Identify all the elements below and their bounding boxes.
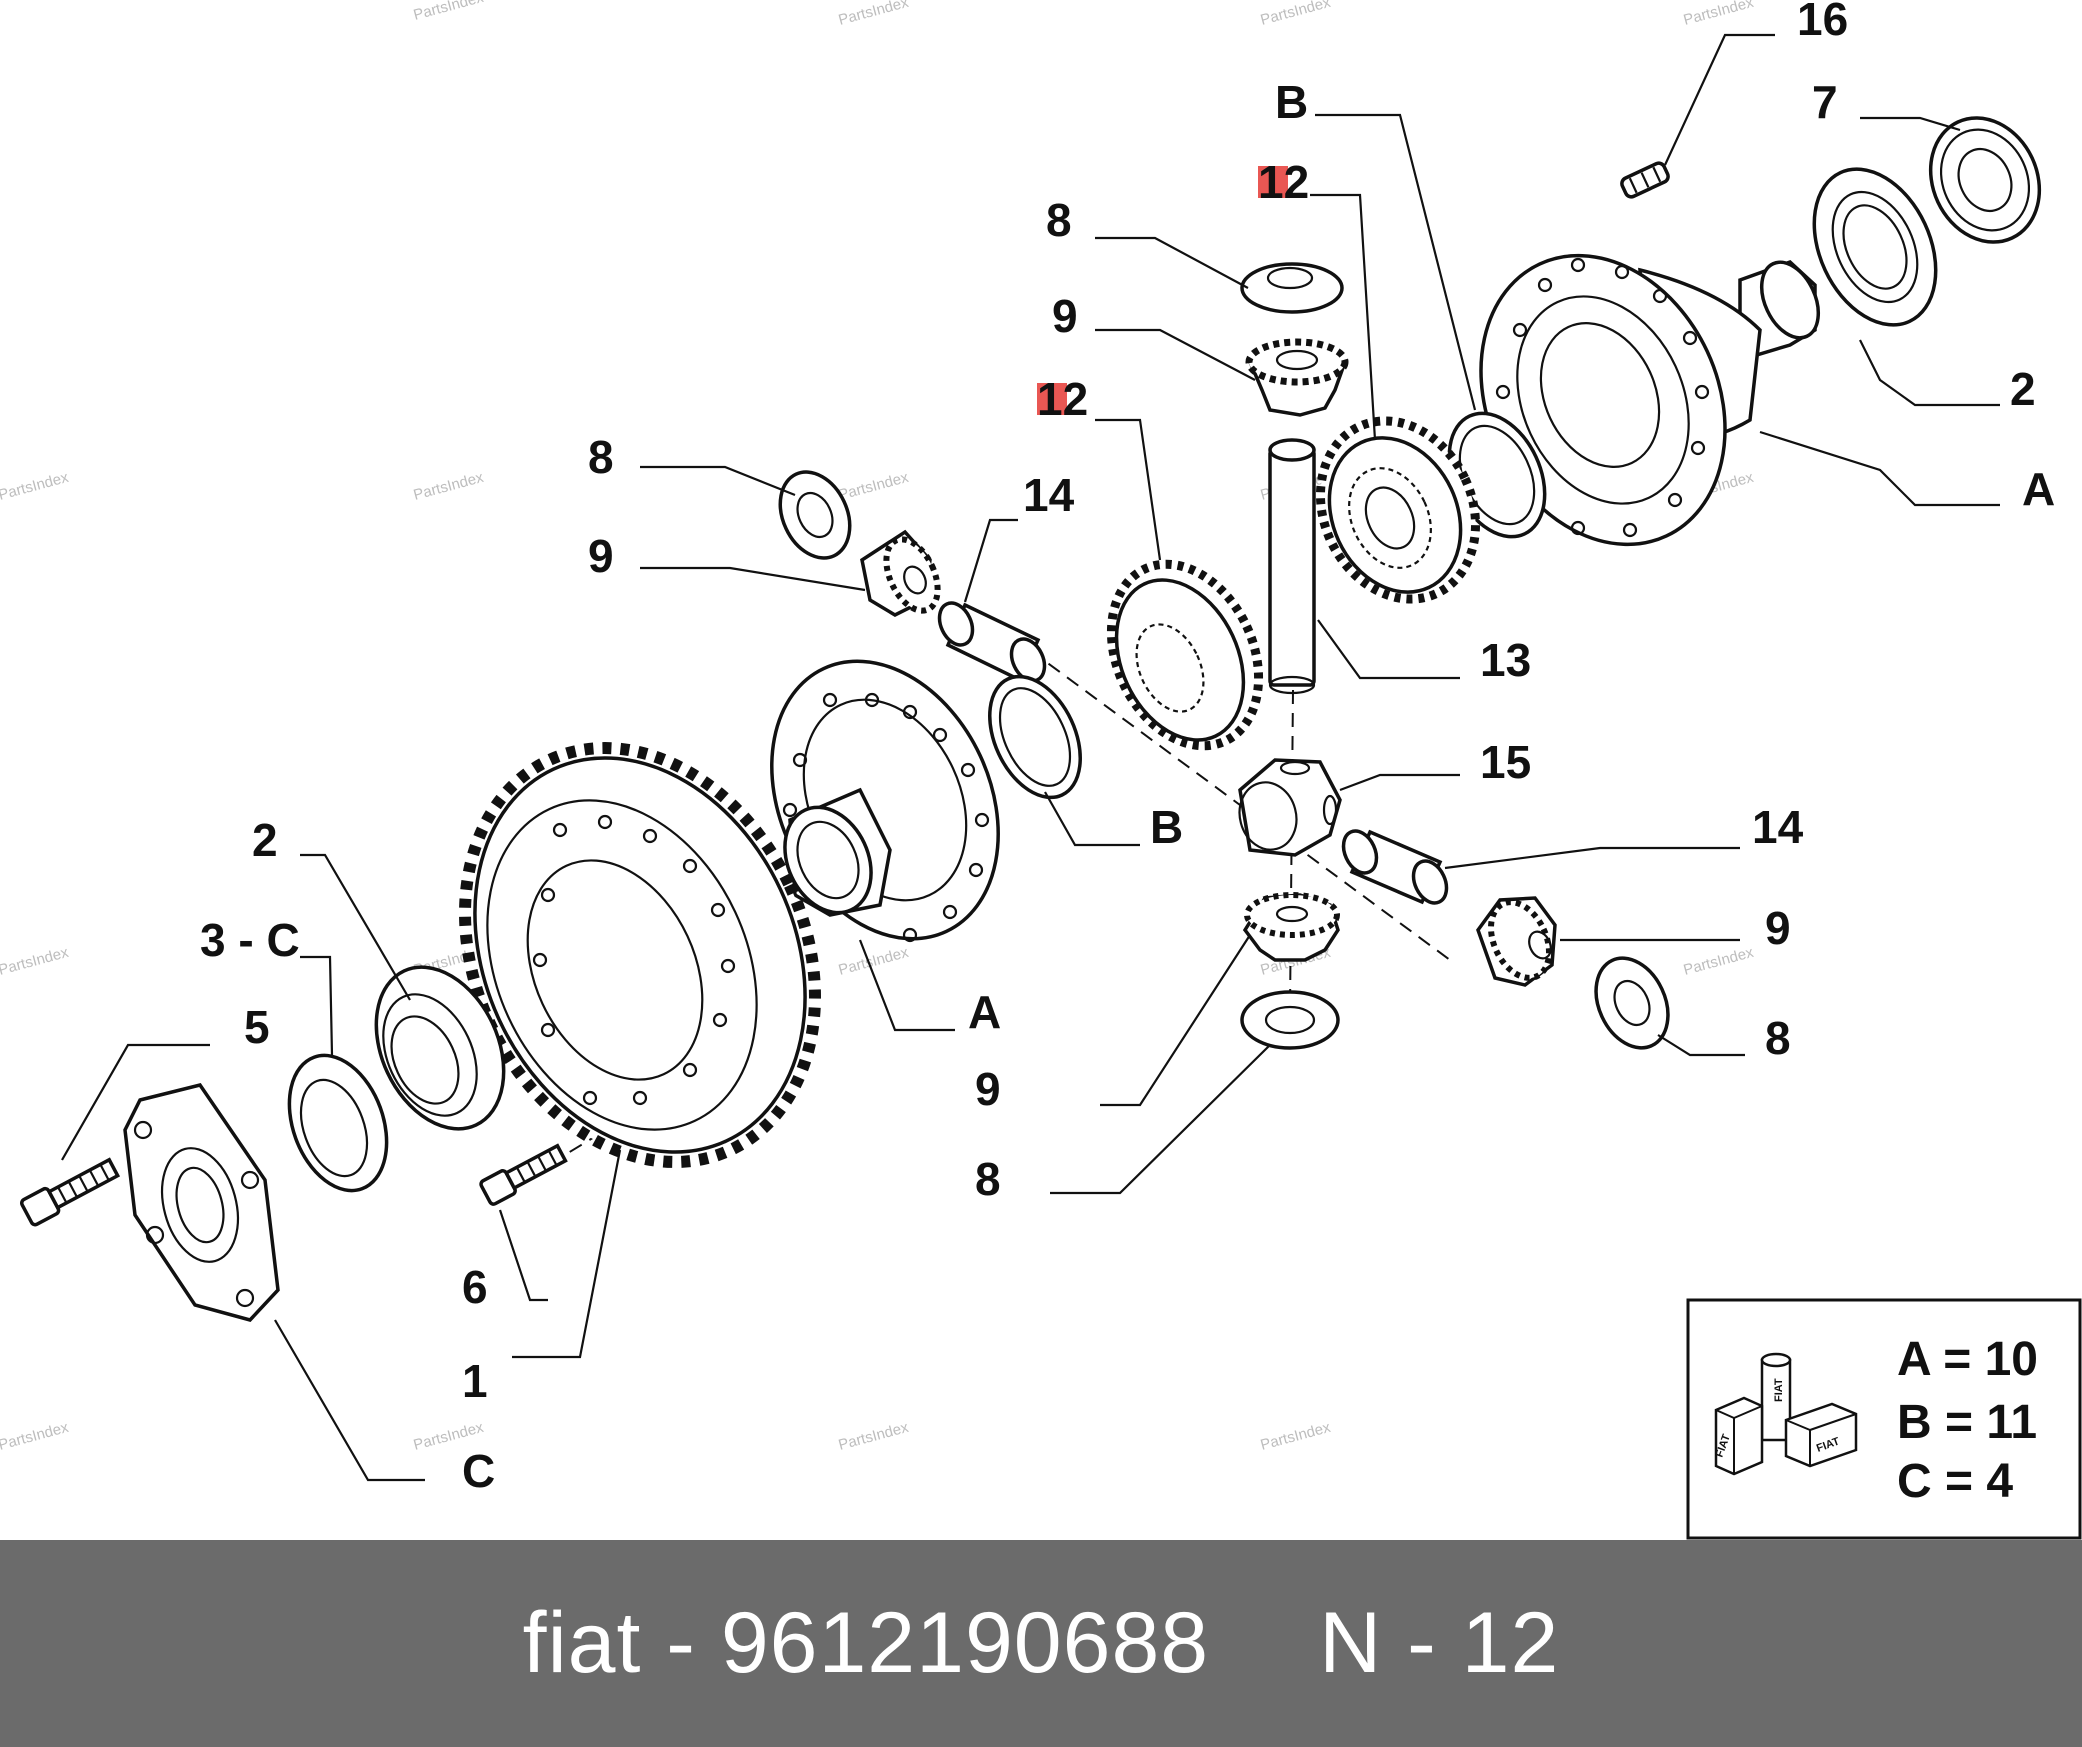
- watermark: PartsIndex: [1259, 1419, 1333, 1454]
- callout-9-bottom: 9: [975, 1063, 1001, 1115]
- callout-15: 15: [1480, 736, 1531, 788]
- highlight-marker: [1037, 383, 1067, 415]
- bolt-6: [479, 1143, 568, 1206]
- diagram-reference: N - 12: [1319, 1595, 1560, 1691]
- leader-lines: [61, 33, 2000, 1482]
- oil-seal-3: [287, 1053, 389, 1193]
- footer-bar: fiat - 9612190688 N - 12: [0, 1540, 2082, 1747]
- watermark: PartsIndex: [0, 469, 71, 504]
- exploded-parts-diagram: PartsIndex PartsIndex PartsIndex PartsIn…: [0, 0, 2082, 1540]
- legend-b: B = 11: [1897, 1396, 2037, 1449]
- watermark: PartsIndex: [0, 1419, 71, 1454]
- callout-8-top: 8: [1046, 194, 1072, 246]
- side-gear-12-mid: [1106, 559, 1264, 751]
- watermark: PartsIndex: [837, 1419, 911, 1454]
- cover-plate-C: [123, 1083, 280, 1322]
- callout-B-mid: B: [1150, 801, 1183, 853]
- quantity-legend: FIAT FIAT FIAT A = 10 B = 11 C = 4: [1686, 1298, 2082, 1540]
- callout-9-right: 9: [1765, 902, 1791, 954]
- callout-6: 6: [462, 1261, 488, 1313]
- callout-9-top: 9: [1052, 290, 1078, 342]
- washer-8-right: [1594, 956, 1670, 1050]
- pinion-gear-9-bottom: [1242, 892, 1340, 962]
- watermark: PartsIndex: [1682, 944, 1756, 979]
- callout-14-right: 14: [1752, 801, 1804, 853]
- callout-2-left: 2: [252, 814, 278, 866]
- bearing-2-right: [1812, 167, 1938, 327]
- kit-label: FIAT: [1773, 1378, 1785, 1402]
- callout-16: 16: [1797, 0, 1848, 45]
- ring-gear-1: [459, 742, 821, 1168]
- bearing-7: [1928, 116, 2042, 244]
- cross-block-15: [1238, 758, 1342, 857]
- callout-C: C: [462, 1445, 495, 1497]
- watermark: PartsIndex: [412, 0, 486, 24]
- watermark: PartsIndex: [0, 944, 71, 979]
- callout-12-top: 12: [1258, 156, 1309, 208]
- pinion-gear-9-top: [1245, 338, 1349, 417]
- bearing-2-left: [374, 965, 506, 1131]
- callout-2-right: 2: [2010, 363, 2036, 415]
- callout-A-right: A: [2022, 463, 2055, 515]
- callout-9-left: 9: [588, 530, 614, 582]
- spacer-14-right: [1341, 829, 1449, 905]
- washer-8-bottom: [1240, 990, 1340, 1050]
- pinion-gear-9-left: [860, 529, 941, 617]
- callout-8-left: 8: [588, 431, 614, 483]
- bolt-5: [20, 1157, 121, 1227]
- watermark: PartsIndex: [837, 469, 911, 504]
- highlight-marker: [1258, 166, 1288, 198]
- callouts: 16 7 B 12 8 9 2 12 A 8 14 9 13 15 B 14 9…: [200, 0, 2055, 1497]
- side-gear-12-top: [1315, 416, 1481, 604]
- callout-13: 13: [1480, 634, 1531, 686]
- callout-1: 1: [462, 1355, 488, 1407]
- washer-8-top: [1240, 262, 1344, 314]
- watermark: PartsIndex: [1259, 0, 1333, 29]
- roll-pin-16: [1620, 161, 1670, 199]
- pinion-shaft-13: [1268, 438, 1316, 695]
- watermark: PartsIndex: [837, 0, 911, 29]
- callout-8-right: 8: [1765, 1012, 1791, 1064]
- thrust-ring-B-mid: [988, 674, 1082, 800]
- brand-part-number: fiat - 9612190688: [522, 1595, 1210, 1691]
- callout-8-bottom: 8: [975, 1153, 1001, 1205]
- washer-8-left: [778, 470, 852, 560]
- callout-3-C: 3 - C: [200, 914, 300, 966]
- callout-A-mid: A: [968, 986, 1001, 1038]
- pinion-gear-9-right: [1476, 896, 1557, 987]
- differential-case-A-mid: [770, 659, 1000, 943]
- spacer-14-top: [937, 601, 1047, 683]
- callout-12-mid: 12: [1037, 373, 1088, 425]
- watermark: PartsIndex: [1682, 0, 1756, 29]
- parts-kit-icon: FIAT FIAT FIAT: [1714, 1352, 1858, 1476]
- legend-c: C = 4: [1897, 1455, 2013, 1508]
- callout-14-top: 14: [1023, 469, 1075, 521]
- callout-7: 7: [1812, 76, 1838, 128]
- callout-5: 5: [244, 1001, 270, 1053]
- legend-a: A = 10: [1897, 1333, 2038, 1386]
- watermark: PartsIndex: [412, 469, 486, 504]
- callout-B-top: B: [1275, 76, 1308, 128]
